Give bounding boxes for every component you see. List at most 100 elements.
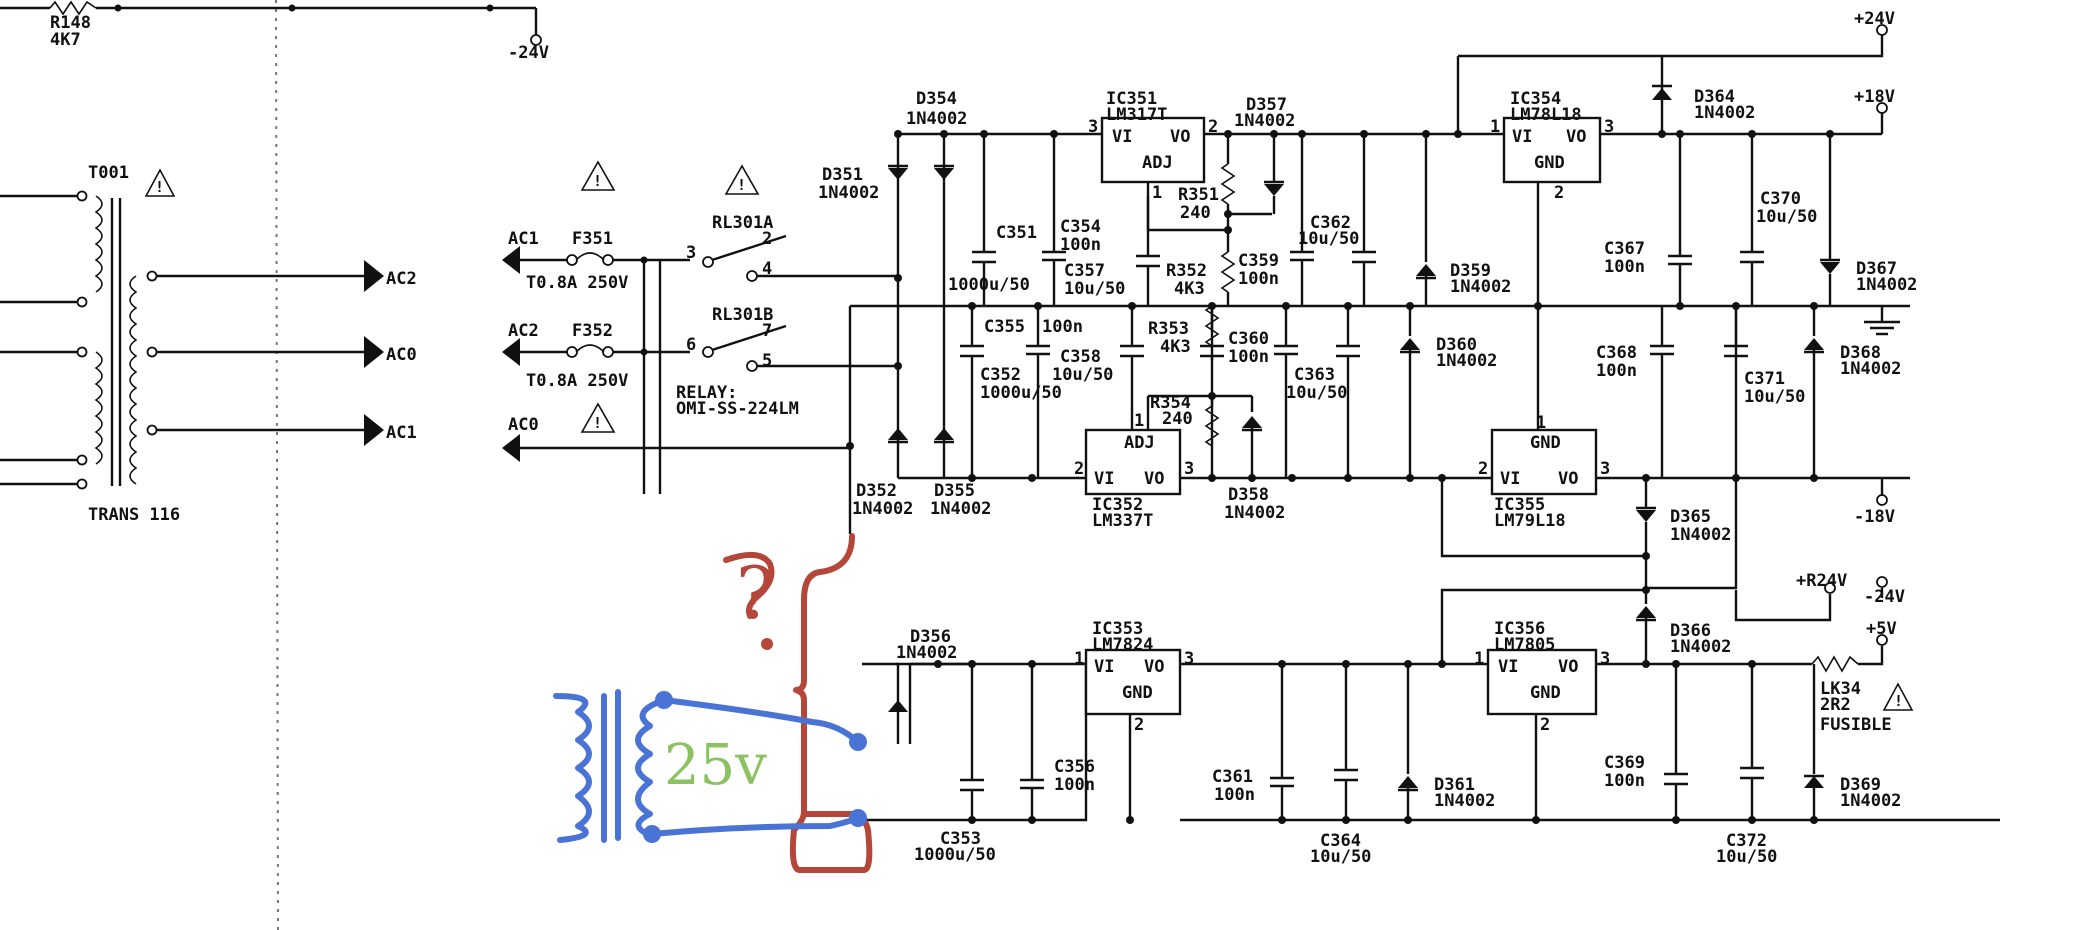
c362-value: 10u/50 — [1298, 229, 1359, 249]
lk34-note: FUSIBLE — [1820, 715, 1892, 735]
ic354-vo: VO — [1566, 127, 1586, 147]
d357-value: 1N4002 — [1234, 111, 1295, 131]
ic354-pin1: 1 — [1490, 117, 1500, 137]
bridge-diodes: D354 1N4002 D351 1N4002 D352 1N4002 D355… — [818, 89, 991, 519]
d351-value: 1N4002 — [818, 183, 879, 203]
d358-value: 1N4002 — [1224, 503, 1285, 523]
c357-value: 10u/50 — [1064, 279, 1125, 299]
c364-label: C364 — [1320, 831, 1361, 851]
r351-label: R351 — [1178, 185, 1219, 205]
ic353-gnd: GND — [1122, 683, 1153, 703]
d360-value: 1N4002 — [1436, 351, 1497, 371]
c361-value: 100n — [1214, 785, 1255, 805]
ic355-pin1: 1 — [1536, 413, 1546, 433]
c360-label: C360 — [1228, 329, 1269, 349]
ic353-vi: VI — [1094, 657, 1114, 677]
ac1-output-label: AC1 — [386, 423, 417, 443]
c359-label: C359 — [1238, 251, 1279, 271]
ic354-part: LM78L18 — [1510, 105, 1582, 125]
c358-value: 10u/50 — [1052, 365, 1113, 385]
ic355-pin2: 2 — [1478, 459, 1488, 479]
ic354-vi: VI — [1512, 127, 1532, 147]
c369-label: C369 — [1604, 753, 1645, 773]
relay-part-label: OMI-SS-224LM — [676, 399, 799, 419]
ac1-input-label: AC1 — [508, 229, 539, 249]
d369-label: D369 — [1840, 775, 1881, 795]
ic351-part: LM317T — [1106, 105, 1167, 125]
f351-label: F351 — [572, 229, 613, 249]
neg24v-top-label: -24V — [508, 43, 549, 63]
ic351-pin1: 1 — [1152, 183, 1162, 203]
d366-label: D366 — [1670, 621, 1711, 641]
handwritten-green-voltage: 25v — [664, 733, 767, 798]
c370-value: 10u/50 — [1756, 207, 1817, 227]
svg-text:!: ! — [155, 178, 164, 196]
c361-label: C361 — [1212, 767, 1253, 787]
c351-label: C351 — [996, 223, 1037, 243]
r353-value: 4K3 — [1160, 337, 1191, 357]
d356-label: D356 — [910, 627, 951, 647]
handwritten-25v: 25v — [664, 733, 767, 798]
ic355-label: IC355 — [1494, 495, 1545, 515]
minus18-output-filter: C368 100n C371 10u/50 D368 1N4002 -18V — [1596, 306, 1901, 527]
question-mark-visible: ? — [736, 551, 775, 635]
r351-value: 240 — [1180, 203, 1211, 223]
c368-value: 100n — [1596, 361, 1637, 381]
minus18v-label: -18V — [1854, 507, 1895, 527]
c351-value: 1000u/50 — [948, 275, 1030, 295]
relay-pin-4: 4 — [762, 259, 772, 279]
ic356-regulator: IC356 LM7805 VI VO GND 1 3 2 — [1474, 619, 1610, 820]
ic354-gnd: GND — [1534, 153, 1565, 173]
d366-value: 1N4002 — [1670, 637, 1731, 657]
ic353-pin3: 3 — [1184, 649, 1194, 669]
ic351-label: IC351 — [1106, 89, 1157, 109]
upper-rails — [846, 24, 1910, 534]
ac0-output-label: AC0 — [386, 345, 417, 365]
c353-label: C353 — [940, 829, 981, 849]
ic353-regulator: IC353 LM7824 VI VO GND 1 3 2 — [1074, 619, 1194, 820]
ic352-pin1: 1 — [1134, 411, 1144, 431]
upper-capacitors: C351 1000u/50 C354 100n C357 10u/50 C355… — [948, 134, 1160, 478]
c355-label: C355 — [984, 317, 1025, 337]
relay-pin-5: 5 — [762, 351, 772, 371]
ic353-vo: VO — [1144, 657, 1164, 677]
d361-value: 1N4002 — [1434, 791, 1495, 811]
c372-label: C372 — [1726, 831, 1767, 851]
r354-value: 240 — [1162, 409, 1193, 429]
d357-label: D357 — [1246, 95, 1287, 115]
d355-value: 1N4002 — [930, 499, 991, 519]
relay-pin-3: 3 — [686, 243, 696, 263]
lk34-value: 2R2 — [1820, 695, 1851, 715]
d367-value: 1N4002 — [1856, 275, 1917, 295]
ic352-regulator: IC352 LM337T VI VO ADJ 2 3 1 — [1074, 394, 1212, 531]
d352-value: 1N4002 — [852, 499, 913, 519]
negative-adjust-network: R353 4K3 R354 240 C360 100n C363 10u/50 … — [1148, 305, 1497, 523]
ic353-pin1: 1 — [1074, 649, 1084, 669]
rl301a-label: RL301A — [712, 213, 773, 233]
ic352-vo: VO — [1144, 469, 1164, 489]
ic351-adj: ADJ — [1142, 153, 1173, 173]
d351-label: D351 — [822, 165, 863, 185]
ic352-part: LM337T — [1092, 511, 1153, 531]
ic355-pin3: 3 — [1600, 459, 1610, 479]
c364-value: 10u/50 — [1310, 847, 1371, 867]
ac2-input-label: AC2 — [508, 321, 539, 341]
ic356-gnd: GND — [1530, 683, 1561, 703]
ic356-label: IC356 — [1494, 619, 1545, 639]
ic352-label: IC352 — [1092, 495, 1143, 515]
ic353-pin2: 2 — [1134, 715, 1144, 735]
c355-value: 100n — [1042, 317, 1083, 337]
d368-label: D368 — [1840, 343, 1881, 363]
plus5v-label: +5V — [1866, 619, 1897, 639]
c357-label: C357 — [1064, 261, 1105, 281]
svg-text:!: ! — [737, 176, 746, 194]
lower-section: ! D356 1N4002 C353 1000u/50 C356 100n C3… — [862, 571, 2000, 867]
r352-label: R352 — [1166, 261, 1207, 281]
c363-value: 10u/50 — [1286, 383, 1347, 403]
ic353-label: IC353 — [1092, 619, 1143, 639]
d355-label: D355 — [934, 481, 975, 501]
input-section: ! ! ! AC1 F351 T0.8A 250V AC2 F352 T0.8A… — [502, 160, 900, 494]
c370-label: C370 — [1760, 189, 1801, 209]
d365-label: D365 — [1670, 507, 1711, 527]
ic356-pin2: 2 — [1540, 715, 1550, 735]
